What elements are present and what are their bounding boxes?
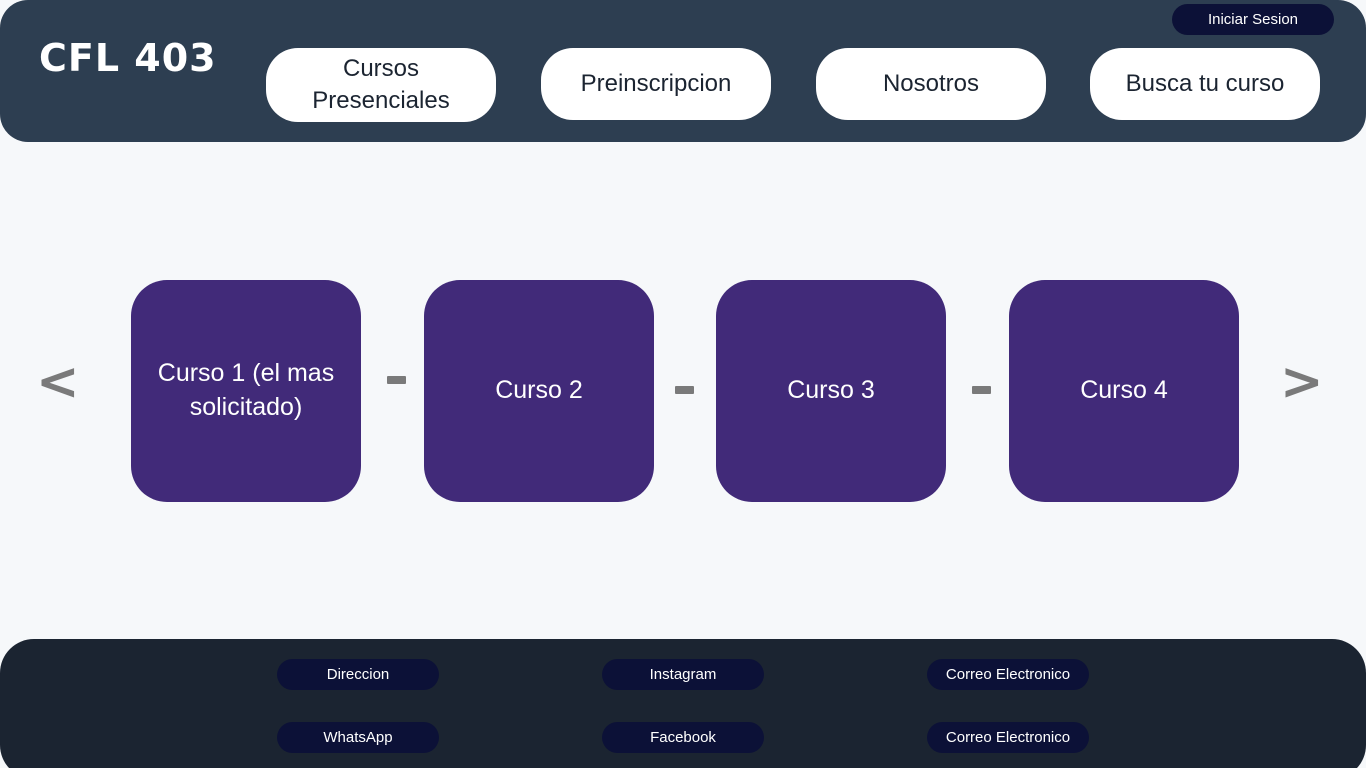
footer-direccion-link[interactable]: Direccion: [277, 659, 439, 690]
footer-facebook-link[interactable]: Facebook: [602, 722, 764, 753]
nav-nosotros-button[interactable]: Nosotros: [816, 48, 1046, 120]
course-card-3[interactable]: Curso 3: [716, 280, 946, 502]
card-separator: [675, 386, 694, 394]
nav-busca-tu-curso-button[interactable]: Busca tu curso: [1090, 48, 1320, 120]
card-separator: [972, 386, 991, 394]
card-separator: [387, 376, 406, 384]
course-card-1[interactable]: Curso 1 (el mas solicitado): [131, 280, 361, 502]
carousel-next-arrow[interactable]: >: [1280, 352, 1324, 412]
carousel-prev-arrow[interactable]: <: [36, 352, 80, 412]
footer-instagram-link[interactable]: Instagram: [602, 659, 764, 690]
nav-preinscripcion-button[interactable]: Preinscripcion: [541, 48, 771, 120]
login-button[interactable]: Iniciar Sesion: [1172, 4, 1334, 35]
footer-email-link[interactable]: Correo Electronico: [927, 659, 1089, 690]
nav-cursos-presenciales-button[interactable]: Cursos Presenciales: [266, 48, 496, 122]
course-card-4[interactable]: Curso 4: [1009, 280, 1239, 502]
course-card-2[interactable]: Curso 2: [424, 280, 654, 502]
footer-whatsapp-link[interactable]: WhatsApp: [277, 722, 439, 753]
header: CFL 403 Iniciar Sesion Cursos Presencial…: [0, 0, 1366, 142]
site-logo[interactable]: CFL 403: [39, 36, 217, 80]
footer-email-link-2[interactable]: Correo Electronico: [927, 722, 1089, 753]
